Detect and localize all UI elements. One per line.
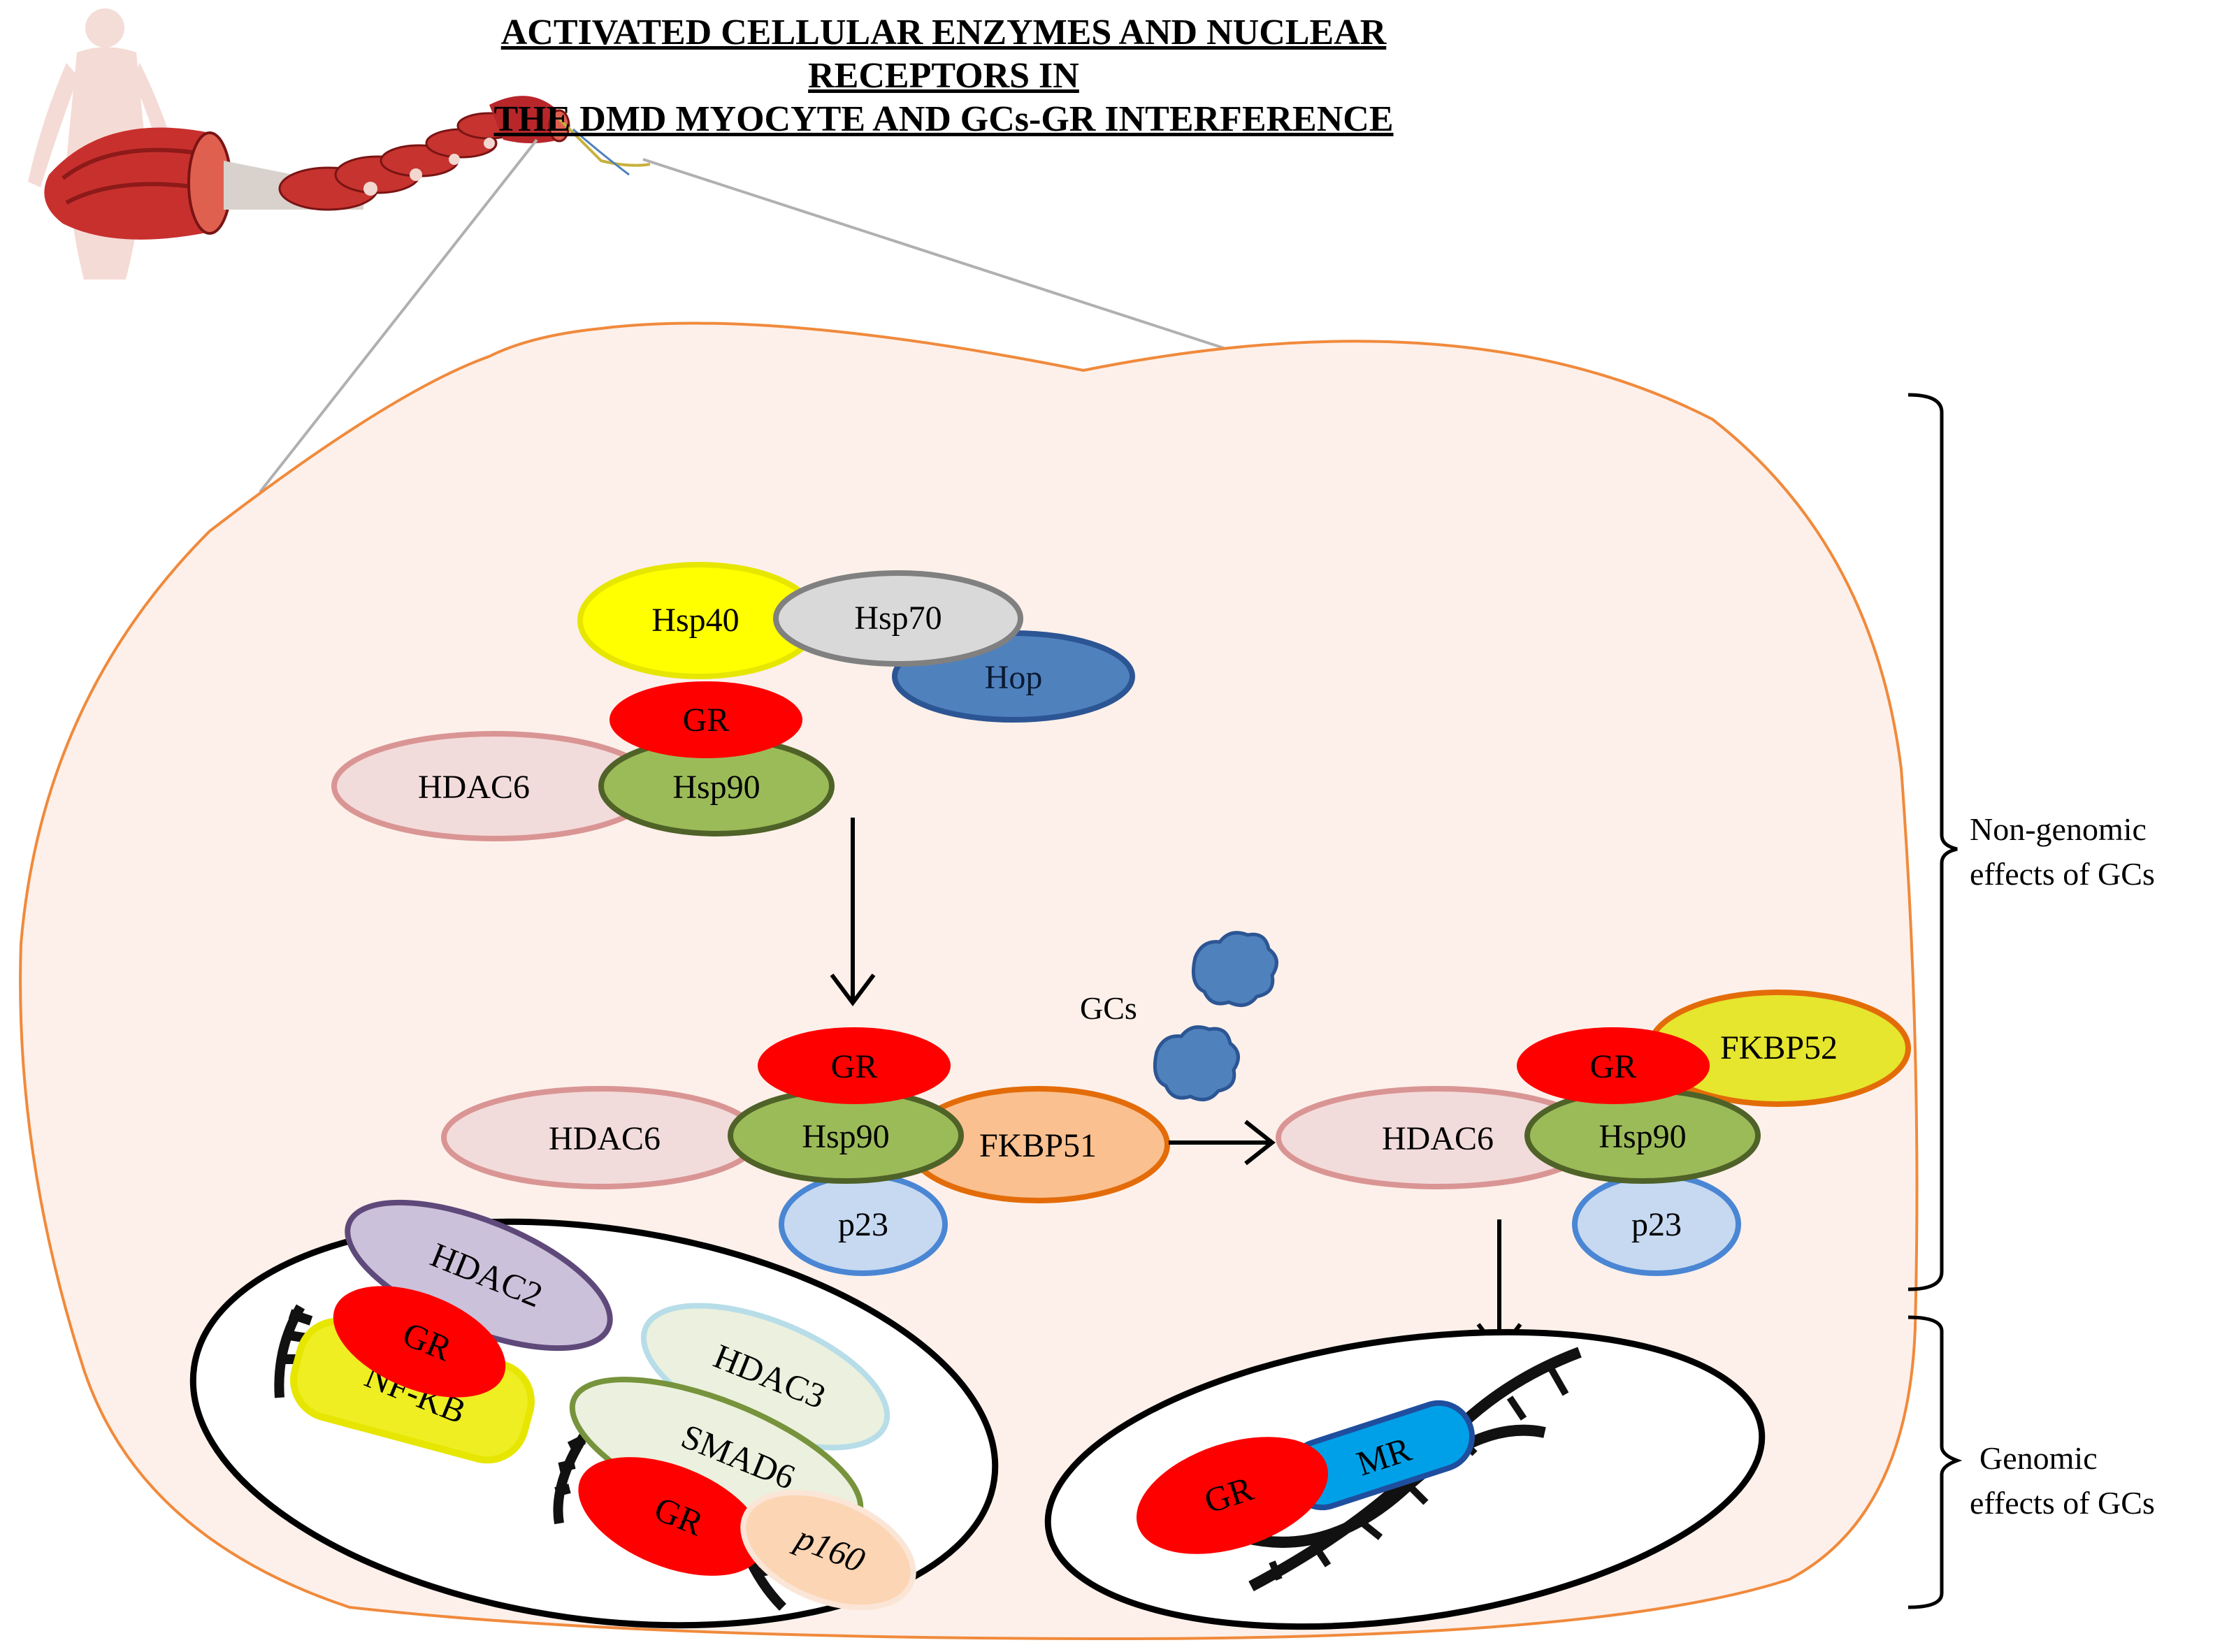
gr-node-nucleus-top <box>333 1286 506 1398</box>
genomic-label: Genomic effects of GCs <box>1970 1436 2155 1526</box>
hsp90-label-middle: Hsp90 <box>802 1118 889 1155</box>
gr-label-right: GR <box>1590 1048 1637 1085</box>
gr-node-nucleus-right <box>1136 1437 1329 1554</box>
gcs-molecule-icon <box>1153 931 1278 1101</box>
gr-label-upper: GR <box>683 702 730 739</box>
hsp90-label-upper: Hsp90 <box>672 769 760 806</box>
hop-label: Hop <box>985 659 1043 696</box>
right-nucleus: MR GR <box>1044 1328 1766 1630</box>
upper-chaperone-complex: Hsp40 Hop Hsp70 HDAC6 Hsp90 GR <box>331 562 1135 841</box>
arrow-right-middle <box>1169 1120 1276 1166</box>
hsp40-label: Hsp40 <box>651 602 739 639</box>
non-genomic-label: Non-genomic effects of GCs <box>1970 807 2155 897</box>
hsp90-label-right: Hsp90 <box>1599 1118 1686 1155</box>
zoom-line-right <box>642 158 1315 379</box>
arrow-down-upper <box>830 818 876 1006</box>
title-line-2: THE DMD MYOCYTE AND GCs-GR INTERFERENCE <box>493 99 1394 139</box>
gr-node-upper <box>610 681 802 758</box>
hdac6-label-middle: HDAC6 <box>549 1120 661 1157</box>
p23-label-middle: p23 <box>838 1206 888 1243</box>
fkbp52-label: FKBP52 <box>1720 1029 1838 1066</box>
hdac6-label-upper: HDAC6 <box>418 769 530 806</box>
left-nucleus: HDAC2 NF-KB GR HDAC3 SMAD6 GR p160 <box>189 1199 999 1629</box>
zoom-line-left <box>259 138 538 493</box>
gr-label-middle: GR <box>831 1048 878 1085</box>
p160-node <box>740 1489 916 1611</box>
non-genomic-bracket <box>1907 393 1958 1291</box>
non-genomic-label-line1: Non-genomic <box>1970 811 2147 847</box>
muscle-anatomy-image <box>28 8 651 280</box>
non-genomic-label-line2: effects of GCs <box>1970 856 2155 892</box>
hdac6-label-right: HDAC6 <box>1382 1120 1494 1157</box>
gr-node-right <box>1517 1027 1710 1104</box>
hsp70-node <box>773 570 1023 667</box>
p23-label-right: p23 <box>1631 1206 1682 1243</box>
middle-chaperone-complex: HDAC6 FKBP51 p23 Hsp90 GR <box>441 1027 1170 1276</box>
hsp70-label: Hsp70 <box>854 600 942 637</box>
genomic-bracket <box>1907 1315 1963 1609</box>
diagram-title: ACTIVATED CELLULAR ENZYMES AND NUCLEAR R… <box>489 11 1398 141</box>
gr-node-middle <box>758 1027 951 1104</box>
title-line-1: ACTIVATED CELLULAR ENZYMES AND NUCLEAR R… <box>500 13 1387 96</box>
genomic-label-line2: effects of GCs <box>1970 1485 2155 1521</box>
right-chaperone-complex: HDAC6 FKBP52 p23 Hsp90 GR <box>1276 990 1911 1276</box>
gcs-label: GCs <box>1080 990 1137 1026</box>
gr-node-nucleus-bottom <box>578 1457 764 1576</box>
genomic-label-line1: Genomic <box>1979 1440 2098 1476</box>
fkbp51-label: FKBP51 <box>979 1127 1097 1164</box>
